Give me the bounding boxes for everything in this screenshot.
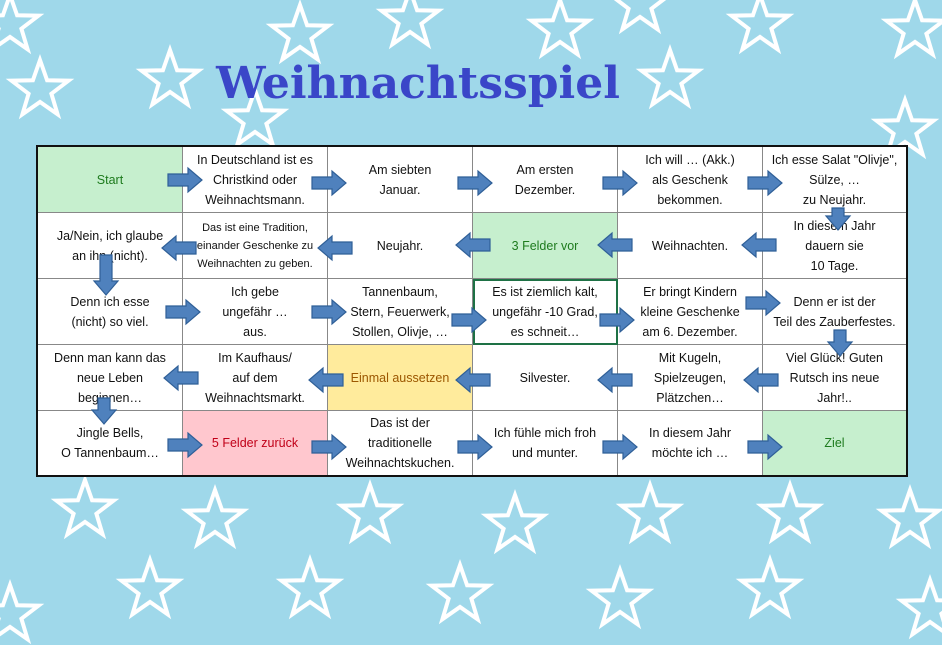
star-icon [880, 0, 942, 60]
star-icon [275, 553, 345, 620]
board-field-1-1[interactable]: Start [38, 147, 183, 213]
star-icon [585, 563, 655, 630]
star-icon [755, 478, 825, 545]
star-icon [220, 83, 290, 150]
board-field-2-5[interactable]: Weihnachten. [618, 213, 763, 279]
star-icon [615, 478, 685, 545]
board-field-2-4[interactable]: 3 Felder vor [473, 213, 618, 279]
board-field-5-1[interactable]: Jingle Bells, O Tannenbaum… [38, 411, 183, 475]
board-field-3-2[interactable]: Ich gebe ungefähr … aus. [183, 279, 328, 345]
board-field-3-4[interactable]: Es ist ziemlich kalt, ungefähr -10 Grad,… [473, 279, 618, 345]
star-icon [725, 0, 795, 55]
board-field-4-5[interactable]: Mit Kugeln, Spielzeugen, Plätzchen… [618, 345, 763, 411]
page-title: Weihnachtsspiel [216, 58, 620, 109]
board-field-1-2[interactable]: In Deutschland ist es Christkind oder We… [183, 147, 328, 213]
star-icon [0, 578, 45, 645]
board-field-2-1[interactable]: Ja/Nein, ich glaube an ihn (nicht). [38, 213, 183, 279]
star-icon [480, 488, 550, 555]
board-field-5-4[interactable]: Ich fühle mich froh und munter. [473, 411, 618, 475]
star-icon [870, 93, 940, 160]
board-field-3-1[interactable]: Denn ich esse (nicht) so viel. [38, 279, 183, 345]
board-field-2-2[interactable]: Das ist eine Tradition, einander Geschen… [183, 213, 328, 279]
star-icon [135, 43, 205, 110]
board-field-3-5[interactable]: Er bringt Kindern kleine Geschenke am 6.… [618, 279, 763, 345]
board-field-1-5[interactable]: Ich will … (Akk.) als Geschenk bekommen. [618, 147, 763, 213]
star-icon [525, 0, 595, 60]
board-field-4-1[interactable]: Denn man kann das neue Leben beginnen… [38, 345, 183, 411]
board-field-1-3[interactable]: Am siebten Januar. [328, 147, 473, 213]
board-field-2-3[interactable]: Neujahr. [328, 213, 473, 279]
star-icon [180, 483, 250, 550]
star-icon [375, 0, 445, 50]
star-icon [335, 478, 405, 545]
star-icon [735, 553, 805, 620]
board-field-5-3[interactable]: Das ist der traditionelle Weihnachtskuch… [328, 411, 473, 475]
board-field-5-5[interactable]: In diesem Jahr möchte ich … [618, 411, 763, 475]
star-icon [0, 0, 45, 55]
board-field-4-2[interactable]: Im Kaufhaus/ auf dem Weihnachtsmarkt. [183, 345, 328, 411]
board-field-1-4[interactable]: Am ersten Dezember. [473, 147, 618, 213]
board-field-2-6[interactable]: In diesem Jahr dauern sie 10 Tage. [763, 213, 906, 279]
board-field-5-6[interactable]: Ziel [763, 411, 906, 475]
board-field-4-4[interactable]: Silvester. [473, 345, 618, 411]
board-field-4-3[interactable]: Einmal aussetzen [328, 345, 473, 411]
board-field-4-6[interactable]: Viel Glück! Guten Rutsch ins neue Jahr!.… [763, 345, 906, 411]
star-icon [50, 473, 120, 540]
star-icon [115, 553, 185, 620]
star-icon [875, 483, 942, 550]
board-field-1-6[interactable]: Ich esse Salat "Olivje", Sülze, … zu Neu… [763, 147, 906, 213]
star-icon [265, 0, 335, 65]
star-icon [895, 573, 942, 640]
star-icon [635, 43, 705, 110]
star-icon [425, 558, 495, 625]
star-icon [5, 53, 75, 120]
board-field-3-3[interactable]: Tannenbaum, Stern, Feuerwerk, Stollen, O… [328, 279, 473, 345]
board-field-5-2[interactable]: 5 Felder zurück [183, 411, 328, 475]
star-icon [613, 0, 667, 35]
board-field-3-6[interactable]: Denn er ist der Teil des Zauberfestes. [763, 279, 906, 345]
